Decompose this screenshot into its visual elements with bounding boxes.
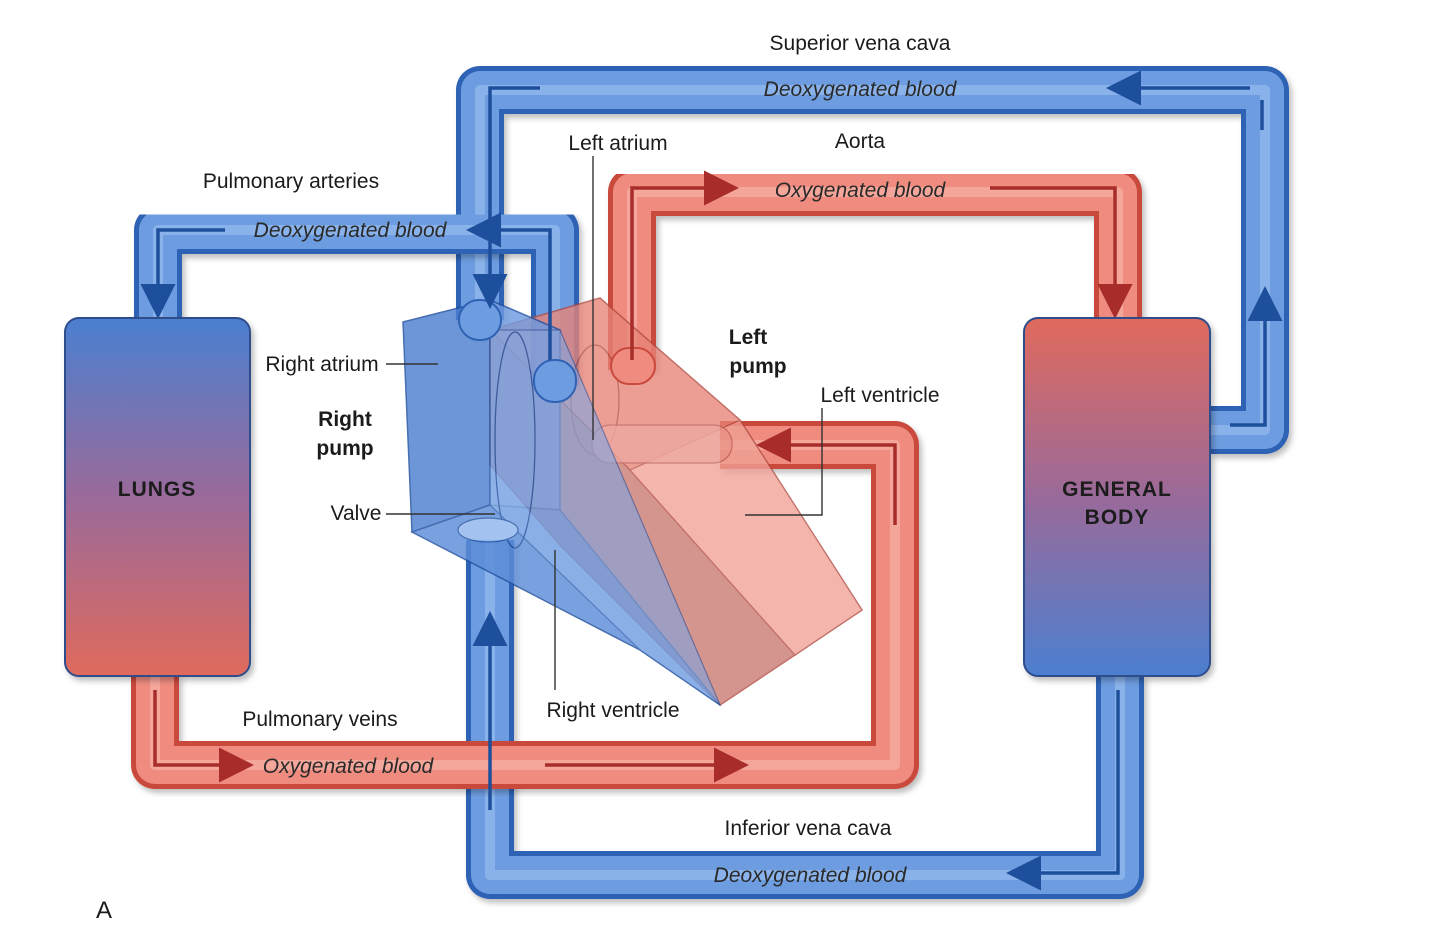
left-atrium-label: Left atrium (568, 132, 667, 155)
superior-vena-cava-tube (456, 66, 1289, 454)
pulmonary-veins-label: Pulmonary veins (242, 708, 397, 731)
valve-label: Valve (331, 502, 382, 525)
right-pump-block (402, 298, 722, 707)
general-body-organ: GENERAL BODY (1023, 317, 1211, 677)
left-pump-label-line1: Left (729, 326, 768, 349)
pulmonary-arteries-label: Pulmonary arteries (203, 170, 379, 193)
pulmonary-arteries-flow-label: Deoxygenated blood (254, 219, 448, 242)
arrow-inferior-left (1006, 690, 1120, 891)
arrow-aorta-right (630, 170, 739, 360)
general-body-label-line1: GENERAL (1062, 478, 1172, 501)
aorta-flow-label: Oxygenated blood (775, 179, 947, 202)
inferior-flow-label: Deoxygenated blood (714, 864, 908, 887)
leader-lines (386, 156, 823, 690)
right-atrium-label: Right atrium (265, 353, 378, 376)
superior-vena-cava-label: Superior vena cava (770, 32, 951, 55)
right-pump-label-line1: Right (318, 408, 372, 431)
figure-label: A (96, 897, 112, 924)
right-ventricle-label: Right ventricle (546, 699, 679, 722)
left-ventricle-label: Left ventricle (820, 384, 939, 407)
lungs-organ: LUNGS (64, 317, 251, 677)
arrow-superior-up (1230, 286, 1283, 427)
pulmonary-veins-flow-label: Oxygenated blood (263, 755, 435, 778)
arrow-aorta-down (990, 186, 1133, 319)
superior-flow-label: Deoxygenated blood (764, 78, 958, 101)
arrow-pulmonary-art-down (140, 228, 225, 319)
flow-arrows (140, 70, 1283, 891)
lungs-label: LUNGS (118, 478, 197, 501)
left-pump-label-line2: pump (729, 355, 786, 378)
aorta-label: Aorta (835, 130, 886, 153)
inferior-vena-cava-label: Inferior vena cava (725, 817, 892, 840)
arrow-pulm-vein-left (756, 427, 897, 525)
right-pump-label-line2: pump (316, 437, 373, 460)
general-body-label-line2: BODY (1085, 506, 1150, 529)
heart (402, 297, 864, 707)
arrow-pulm-vein-right1 (153, 690, 254, 783)
arrow-pulmonary-art-left (466, 212, 552, 360)
